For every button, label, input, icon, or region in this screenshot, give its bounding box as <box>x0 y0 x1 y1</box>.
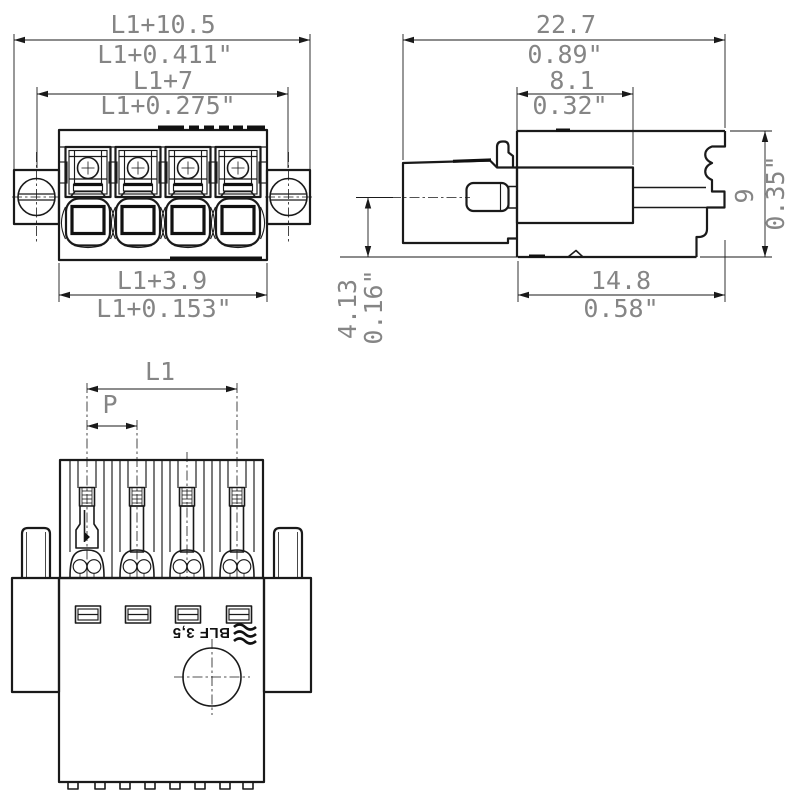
weidmueller-wave-icon <box>233 623 257 645</box>
latch-hook <box>495 140 515 168</box>
wire-barrel <box>114 197 162 247</box>
latch-windows <box>74 605 253 624</box>
dim-line-screw-span <box>37 90 288 98</box>
rear-housing <box>58 458 265 580</box>
dim-line-pole-span <box>87 385 237 393</box>
clamp-screw-icon <box>126 156 150 180</box>
clamp-screw-icon <box>76 156 100 180</box>
screw-channel <box>515 166 635 225</box>
side-view: 22.7 0.89" 8.1 0.32" 14.8 0.58" 9 0.35" … <box>333 10 790 345</box>
dim-total-width-in: L1+0.411" <box>97 40 232 69</box>
guide-post-right <box>272 526 304 578</box>
dim-pin-offset-mm: 4.13 <box>333 279 362 339</box>
dim-body-depth-in: 0.58" <box>583 294 658 323</box>
base-block: BLF 3,5 <box>10 526 313 790</box>
front-poles <box>60 145 266 249</box>
dim-pole-span-label: L1 <box>145 357 175 386</box>
dim-line-front-depth <box>517 90 633 98</box>
clamp-screw-icon <box>176 156 200 180</box>
channel-3 <box>169 460 205 578</box>
side-boss-left <box>10 576 61 694</box>
dim-line-pin-offset <box>364 197 372 257</box>
pole-3 <box>160 145 216 249</box>
front-housing <box>57 125 269 262</box>
channel-4 <box>219 460 255 578</box>
coding-hole <box>174 639 250 715</box>
dim-line-total-depth <box>403 36 725 44</box>
wire-barrel <box>164 197 212 247</box>
flange-right <box>265 152 313 242</box>
pole-1 <box>60 145 116 249</box>
dim-body-width-in: L1+0.153" <box>96 294 231 323</box>
dim-total-depth-mm: 22.7 <box>536 10 596 39</box>
side-boss-right <box>262 576 313 694</box>
dim-line-total-width <box>14 36 310 44</box>
wire-entry <box>220 204 256 236</box>
pole-4 <box>210 145 266 249</box>
dim-height-mm: 9 <box>730 188 759 203</box>
bottom-view: L1 P <box>10 357 313 790</box>
rear-profile <box>695 131 727 257</box>
product-marking: BLF 3,5 <box>172 624 230 641</box>
dim-pitch-label: P <box>102 390 117 419</box>
wire-barrel <box>64 197 112 247</box>
channel-2 <box>119 460 155 578</box>
bottom-tabs <box>67 781 254 790</box>
flange-left <box>12 152 61 242</box>
dim-screw-span-mm: L1+7 <box>133 66 193 95</box>
wire-barrel <box>214 197 262 247</box>
dim-body-depth-mm: 14.8 <box>591 266 651 295</box>
dim-line-body-depth <box>518 291 725 299</box>
wire-entry <box>120 204 156 236</box>
dim-front-depth-in: 0.32" <box>532 91 607 120</box>
dim-pin-offset-in: 0.16" <box>359 269 388 344</box>
guide-post-left <box>20 526 52 578</box>
dim-line-height <box>761 131 769 257</box>
dim-body-width-mm: L1+3.9 <box>117 266 207 295</box>
dim-line-body-width <box>59 291 267 299</box>
channel-1 <box>69 460 105 578</box>
dim-front-depth-mm: 8.1 <box>549 66 594 95</box>
dim-line-pitch <box>87 422 137 430</box>
side-profile <box>391 128 727 259</box>
wire-entry <box>70 204 106 236</box>
clamp-screw-icon <box>226 156 250 180</box>
front-view: L1+10.5 L1+0.411" L1+7 L1+0.275" L1+3.9 … <box>12 10 313 323</box>
pin-contact <box>465 181 510 213</box>
wire-entry <box>170 204 206 236</box>
product-marking-group: BLF 3,5 <box>172 623 257 645</box>
dim-screw-span-in: L1+0.275" <box>100 91 235 120</box>
release-lever <box>75 506 99 549</box>
plug-nose <box>401 159 517 245</box>
dim-total-depth-in: 0.89" <box>527 40 602 69</box>
pole-2 <box>110 145 166 249</box>
dim-total-width-mm: L1+10.5 <box>110 10 215 39</box>
dim-height-in: 0.35" <box>761 155 790 230</box>
